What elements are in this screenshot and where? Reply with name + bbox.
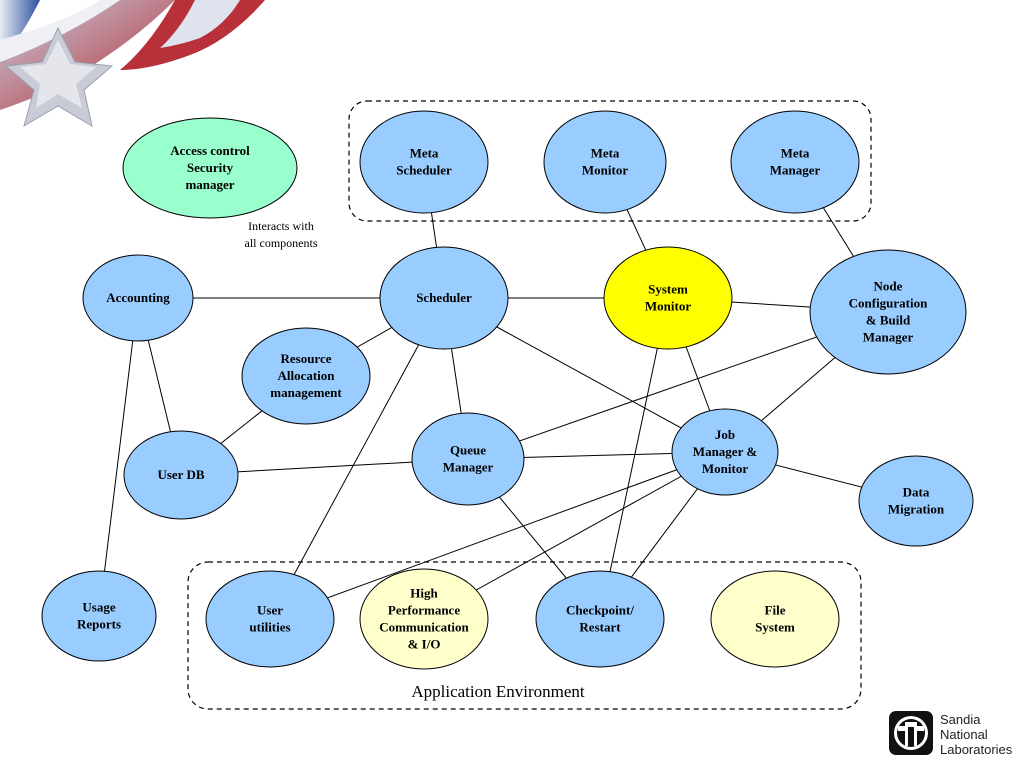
node-hpc-io-label-3: & I/O: [408, 637, 441, 652]
node-access-control-ellipse: [122, 117, 298, 219]
edge-system-monitor-to-checkpoint-restart: [599, 297, 669, 620]
node-data-migration-ellipse: [858, 455, 974, 547]
node-user-db-ellipse: [123, 430, 239, 520]
edge-scheduler-to-user-utilities: [269, 297, 445, 620]
node-scheduler-label-0: Scheduler: [416, 290, 472, 305]
node-queue-manager-ellipse: [411, 412, 525, 506]
sandia-logo: Sandia National Laboratories: [889, 711, 1013, 757]
node-meta-manager-label-1: Manager: [770, 163, 821, 178]
node-access-control-label-2: manager: [185, 177, 234, 192]
node-job-manager-label-2: Monitor: [702, 461, 748, 476]
node-resource-allocation-label-0: Resource: [280, 351, 331, 366]
node-node-config-label-0: Node: [874, 279, 903, 294]
logo-line2: National: [940, 727, 988, 742]
node-job-manager-label-0: Job: [715, 427, 735, 442]
node-resource-allocation-label-2: management: [270, 385, 342, 400]
node-usage-reports-label-0: Usage: [82, 600, 115, 615]
flag-star-decoration: [0, 0, 265, 128]
logo-line3: Laboratories: [940, 742, 1013, 757]
node-checkpoint-restart-label-0: Checkpoint/: [566, 603, 634, 618]
node-checkpoint-restart-label-1: Restart: [579, 620, 621, 635]
node-user-utilities-label-1: utilities: [249, 620, 290, 635]
node-accounting: Accounting: [82, 254, 194, 342]
node-resource-allocation-ellipse: [241, 327, 371, 425]
node-meta-scheduler-ellipse: [359, 110, 489, 214]
node-system-monitor-label-0: System: [648, 282, 688, 297]
node-queue-manager-label-1: Manager: [443, 460, 494, 475]
node-hpc-io-label-0: High: [410, 586, 438, 601]
application-environment-label: Application Environment: [411, 682, 585, 701]
node-file-system-label-1: System: [755, 620, 795, 635]
node-user-utilities: User utilities: [205, 570, 335, 668]
connection-lines: [98, 161, 917, 620]
node-meta-scheduler-label-1: Scheduler: [396, 163, 452, 178]
node-system-monitor-label-1: Monitor: [645, 299, 691, 314]
node-accounting-ellipse: [82, 254, 194, 342]
node-user-utilities-ellipse: [205, 570, 335, 668]
node-hpc-io-label-1: Performance: [388, 603, 460, 618]
edge-accounting-to-usage-reports: [98, 297, 139, 617]
node-access-control-label-0: Access control: [170, 143, 250, 158]
node-scheduler: Scheduler: [379, 246, 509, 350]
node-hpc-io-label-2: Communication: [379, 620, 469, 635]
node-node-config-label-2: & Build: [866, 313, 911, 328]
node-resource-allocation-label-1: Allocation: [277, 368, 335, 383]
node-node-config-ellipse: [809, 249, 967, 375]
node-node-config-label-1: Configuration: [849, 296, 929, 311]
node-checkpoint-restart-ellipse: [535, 570, 665, 668]
component-nodes: MetaSchedulerMetaMonitorMetaManagerAcces…: [41, 110, 974, 670]
node-file-system-label-0: File: [765, 603, 786, 618]
node-job-manager-label-1: Manager &: [693, 444, 758, 459]
meta-group-box: [348, 100, 872, 222]
node-system-monitor-ellipse: [603, 246, 733, 350]
node-data-migration-label-0: Data: [903, 485, 930, 500]
node-checkpoint-restart: Checkpoint/Restart: [535, 570, 665, 668]
application-environment-box: [187, 561, 862, 710]
interacts-note-line1: Interacts with: [248, 219, 314, 233]
node-usage-reports-label-1: Reports: [77, 617, 121, 632]
node-meta-monitor-label-0: Meta: [591, 146, 620, 161]
interacts-note-line2: all components: [245, 236, 318, 250]
node-usage-reports-ellipse: [41, 570, 157, 662]
node-meta-monitor-ellipse: [543, 110, 667, 214]
node-job-manager-ellipse: [671, 408, 779, 496]
node-data-migration-label-1: Migration: [888, 502, 945, 517]
node-node-config-label-3: Manager: [863, 330, 914, 345]
node-meta-manager-ellipse: [730, 110, 860, 214]
node-user-db: User DB: [123, 430, 239, 520]
node-user-utilities-label-0: User: [257, 603, 283, 618]
node-meta-scheduler-label-0: Meta: [410, 146, 439, 161]
node-meta-manager-label-0: Meta: [781, 146, 810, 161]
node-scheduler-ellipse: [379, 246, 509, 350]
node-queue-manager-label-0: Queue: [450, 443, 486, 458]
node-hpc-io-ellipse: [359, 568, 489, 670]
logo-line1: Sandia: [940, 712, 981, 727]
node-accounting-label-0: Accounting: [106, 290, 170, 305]
node-access-control-label-1: Security: [187, 160, 234, 175]
node-user-db-label-0: User DB: [157, 467, 204, 482]
node-file-system-ellipse: [710, 570, 840, 668]
edge-job-manager-to-user-utilities: [269, 451, 726, 620]
node-meta-monitor-label-1: Monitor: [582, 163, 628, 178]
